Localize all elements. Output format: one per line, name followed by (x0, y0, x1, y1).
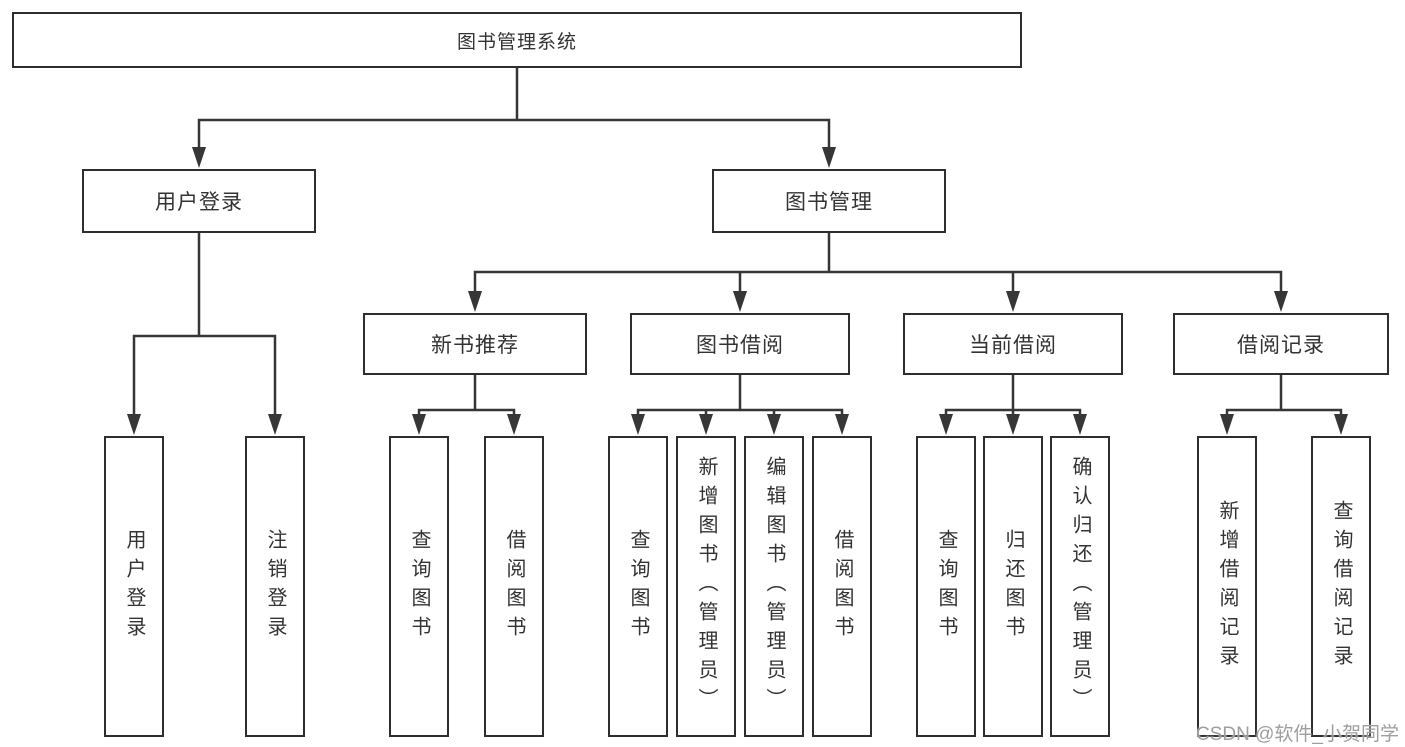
csdn-watermark: CSDN @软件_小贺同学 (1196, 724, 1399, 745)
connector-borrow-group (636, 374, 844, 416)
arrow-down-icon (1006, 414, 1020, 435)
node-label: 借阅记录 (1237, 334, 1325, 357)
leaf-borrow-books-recommend: 借阅图书 (484, 436, 544, 737)
connector-record-group (1225, 374, 1343, 416)
leaf-return-books: 归还图书 (983, 436, 1043, 737)
arrow-down-icon (468, 291, 482, 312)
leaf-edit-books-admin: 编辑图书（管理员） (744, 436, 804, 737)
node-label: 图书管理 (785, 191, 873, 214)
node-book-management: 图书管理 (712, 169, 946, 233)
arrow-down-icon (1274, 291, 1288, 312)
leaf-query-borrow-record: 查询借阅记录 (1311, 436, 1371, 737)
leaf-user-login: 用户登录 (104, 436, 164, 737)
node-label: 确认归还（管理员） (1069, 456, 1091, 717)
arrow-down-icon (412, 414, 426, 435)
node-root-library-system: 图书管理系统 (12, 12, 1022, 68)
arrow-down-icon (1006, 291, 1020, 312)
node-label: 查询借阅记录 (1330, 499, 1352, 674)
arrow-down-icon (767, 414, 781, 435)
connector-root-to-level2 (197, 67, 831, 149)
node-label: 借阅图书 (503, 528, 525, 645)
node-label: 查询图书 (627, 528, 649, 645)
leaf-logout-login: 注销登录 (245, 436, 305, 737)
leaf-query-books-recommend: 查询图书 (389, 436, 449, 737)
arrow-down-icon (507, 414, 521, 435)
node-label: 借阅图书 (831, 528, 853, 645)
connector-bookmgmt-to-level3 (473, 232, 1283, 293)
node-book-borrow: 图书借阅 (630, 313, 850, 375)
leaf-add-borrow-record: 新增借阅记录 (1197, 436, 1257, 737)
node-label: 注销登录 (264, 528, 286, 645)
leaf-borrow-books-borrow: 借阅图书 (812, 436, 872, 737)
arrow-down-icon (268, 414, 282, 435)
node-label: 用户登录 (155, 191, 243, 214)
node-label: 新增借阅记录 (1216, 499, 1238, 674)
arrow-down-icon (733, 291, 747, 312)
arrow-down-icon (939, 414, 953, 435)
arrow-down-icon (1220, 414, 1234, 435)
node-label: 图书借阅 (696, 334, 784, 357)
node-label: 当前借阅 (969, 334, 1057, 357)
node-label: 查询图书 (408, 528, 430, 645)
leaf-add-books-admin: 新增图书（管理员） (676, 436, 736, 737)
node-label: 图书管理系统 (456, 31, 577, 53)
node-label: 新书推荐 (431, 334, 519, 357)
node-label: 查询图书 (935, 528, 957, 645)
arrow-down-icon (822, 147, 836, 168)
arrow-down-icon (127, 414, 141, 435)
arrow-down-icon (699, 414, 713, 435)
node-current-borrow: 当前借阅 (903, 313, 1123, 375)
connector-current-group (944, 374, 1082, 416)
node-user-login: 用户登录 (82, 169, 316, 233)
node-label: 编辑图书（管理员） (763, 456, 785, 717)
node-label: 用户登录 (123, 528, 145, 645)
node-borrow-records: 借阅记录 (1173, 313, 1389, 375)
arrow-down-icon (1073, 414, 1087, 435)
leaf-confirm-return-admin: 确认归还（管理员） (1050, 436, 1110, 737)
node-label: 新增图书（管理员） (695, 456, 717, 717)
arrow-down-icon (835, 414, 849, 435)
leaf-query-books-current: 查询图书 (916, 436, 976, 737)
connector-recommend-group (417, 374, 516, 416)
node-new-book-recommend: 新书推荐 (363, 313, 587, 375)
leaf-query-books-borrow: 查询图书 (608, 436, 668, 737)
connector-userlogin-group (132, 232, 277, 416)
arrow-down-icon (192, 147, 206, 168)
node-label: 归还图书 (1002, 528, 1024, 645)
arrow-down-icon (631, 414, 645, 435)
arrow-down-icon (1334, 414, 1348, 435)
